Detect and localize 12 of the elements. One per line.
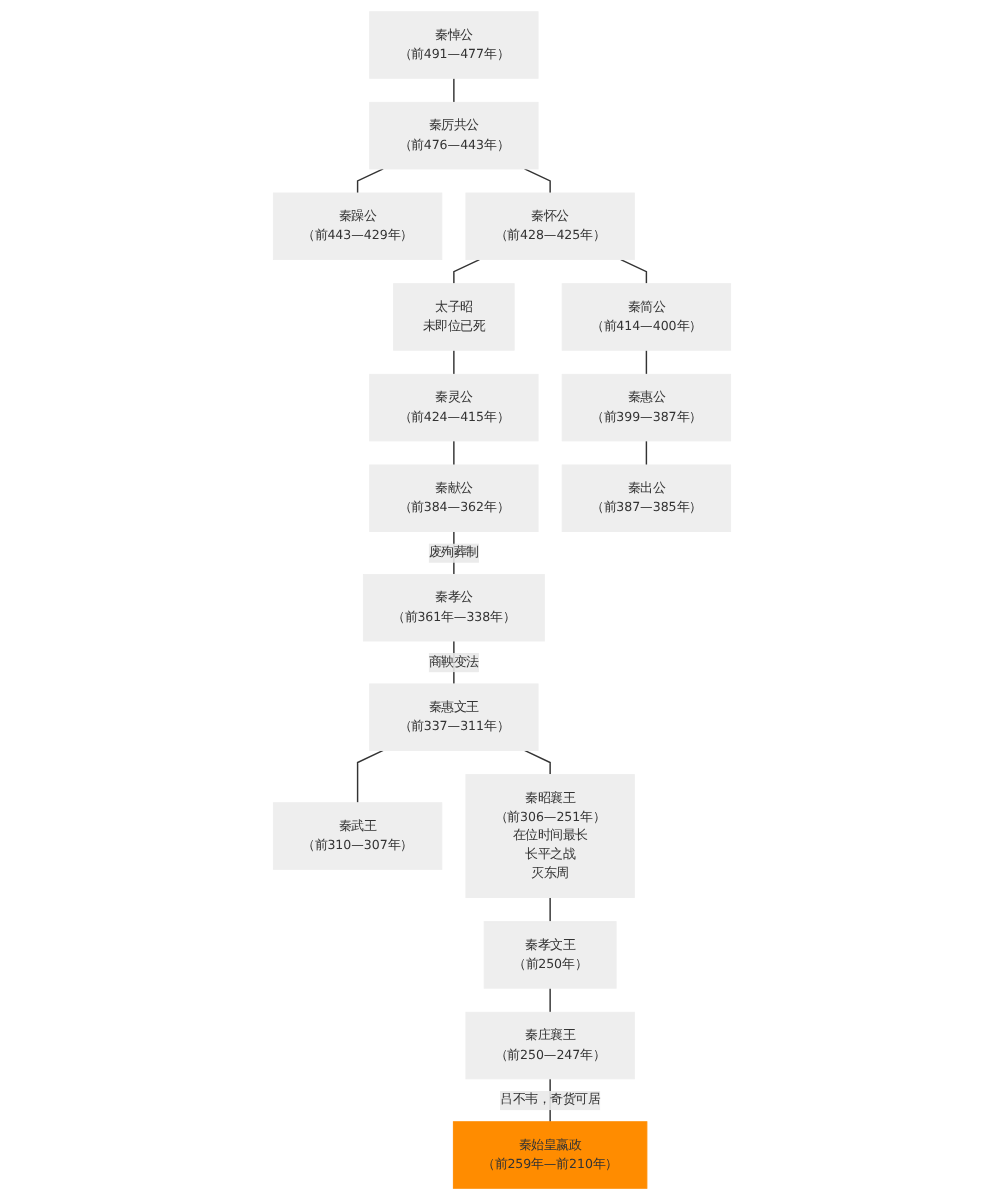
connector bbox=[453, 440, 455, 466]
connector bbox=[549, 896, 551, 923]
connector bbox=[453, 349, 455, 376]
connector bbox=[523, 749, 551, 776]
connector bbox=[549, 987, 551, 1013]
connector bbox=[523, 168, 551, 194]
connector bbox=[356, 168, 384, 194]
connector bbox=[453, 258, 481, 285]
connector bbox=[645, 440, 648, 466]
connector bbox=[453, 77, 455, 104]
connector bbox=[620, 258, 648, 285]
connector bbox=[645, 349, 648, 376]
